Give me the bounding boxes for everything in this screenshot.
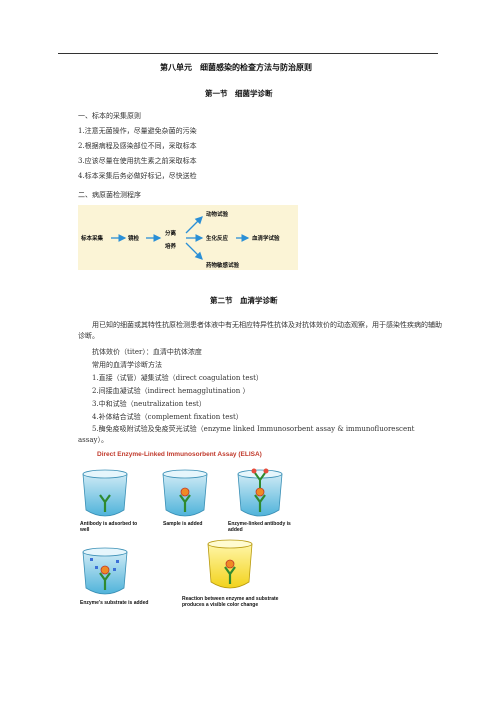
flow-smear: 镜检 bbox=[128, 234, 140, 242]
well-4 bbox=[82, 547, 128, 595]
titer-line: 抗体效价（titer）：血清中抗体浓度 bbox=[92, 348, 202, 356]
method-item: 3.中和试验（neutralization test） bbox=[92, 400, 206, 408]
flow-specimen: 标本采集 bbox=[80, 234, 104, 242]
header-rule bbox=[58, 53, 438, 54]
sampling-item: 2.根据病程及感染部位不同，采取标本 bbox=[78, 142, 197, 150]
methods-heading: 常用的血清学诊断方法 bbox=[92, 361, 162, 369]
sampling-item: 1.注意无菌操作，尽量避免杂菌的污染 bbox=[78, 127, 197, 135]
flow-arrow bbox=[185, 242, 203, 260]
elisa-caption: Enzyme-linked antibody is added bbox=[228, 521, 291, 533]
flow-arrow bbox=[185, 216, 203, 234]
flow-biochem: 生化反应 bbox=[206, 234, 229, 242]
detection-heading: 二、病原菌检测程序 bbox=[78, 191, 141, 199]
section2-title: 第二节 血清学诊断 bbox=[210, 296, 278, 305]
section1-title: 第一节 细菌学诊断 bbox=[205, 89, 273, 98]
well-1 bbox=[82, 469, 128, 517]
unit-title: 第八单元 细菌感染的检查方法与防治原则 bbox=[160, 63, 312, 72]
elisa-caption: Sample is added bbox=[163, 521, 203, 527]
serology-intro: 用已知的细菌或其特性抗原检测患者体液中有无相应特异性抗体及对抗体效价的动态观察，… bbox=[78, 321, 442, 340]
well-5 bbox=[207, 539, 253, 589]
elisa-title: Direct Enzyme-Linked Immunosorbent Assay… bbox=[97, 451, 262, 458]
elisa-caption: Antibody is adsorbed to well bbox=[80, 521, 138, 533]
well-2 bbox=[162, 469, 208, 517]
elisa-diagram bbox=[80, 462, 320, 612]
flow-drug: 药物敏感试验 bbox=[206, 261, 240, 269]
method-item: 4.补体结合试验（complement fixation test） bbox=[92, 413, 243, 421]
method-item: 2.间接血凝试验（indirect hemagglutination ） bbox=[92, 387, 250, 395]
well-3 bbox=[237, 468, 283, 517]
flow-animal: 动物试验 bbox=[206, 210, 229, 218]
elisa-caption: Reaction between enzyme and substrate pr… bbox=[182, 596, 279, 608]
sampling-item: 4.标本采集后务必做好标记，尽快送检 bbox=[78, 172, 197, 180]
elisa-caption: Enzyme's substrate is added bbox=[80, 600, 149, 606]
sampling-item: 3.应该尽量在使用抗生素之前采取标本 bbox=[78, 157, 197, 165]
detection-flowchart: 标本采集 镜检 分离 培养 动物试验 生化反应 血清学试验 药物敏感试验 bbox=[78, 205, 298, 270]
sampling-heading: 一、标本的采集原则 bbox=[78, 112, 141, 120]
flow-isolate: 分离 bbox=[165, 229, 177, 237]
method-item: 5.酶免疫吸附试验及免疫荧光试验（enzyme linked Immunosor… bbox=[78, 425, 415, 444]
flow-serology: 血清学试验 bbox=[252, 234, 280, 242]
method-item: 1.直接（试管）凝集试验（direct coagulation test） bbox=[92, 374, 263, 382]
flow-culture: 培养 bbox=[165, 242, 177, 250]
